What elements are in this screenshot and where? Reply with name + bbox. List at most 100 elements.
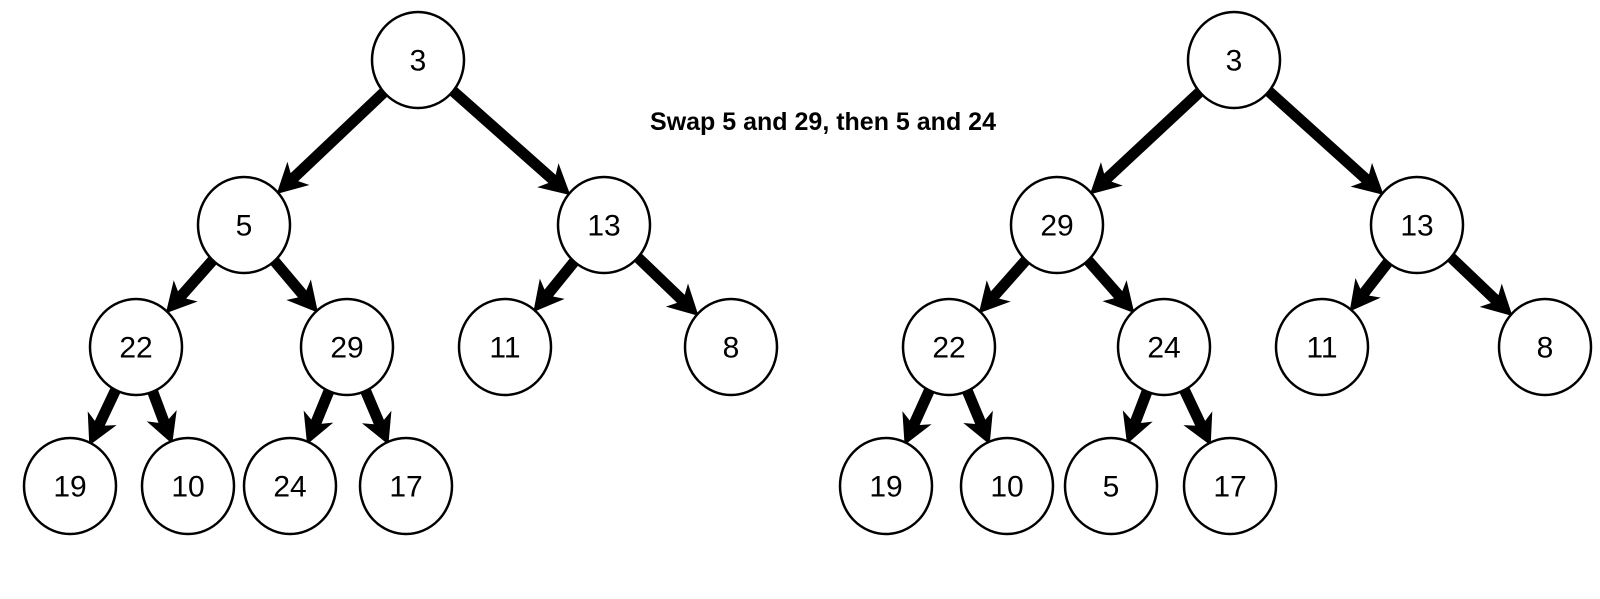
edge-shaft (146, 387, 170, 426)
edge-shaft (1358, 257, 1394, 298)
tree-before-swap: 3 5 13 22 29 11 8 19 10 24 17 (22, 10, 779, 536)
edge-shaft (448, 85, 558, 185)
node-label: 29 (1040, 210, 1073, 243)
node-before-swap-5: 5 (196, 175, 292, 275)
node-label: 24 (1147, 332, 1180, 365)
node-after-swap-8: 8 (1497, 297, 1593, 397)
node-before-swap-8: 8 (683, 297, 779, 397)
edge-shaft (632, 252, 687, 305)
edge-arrowhead (978, 280, 1011, 314)
node-before-swap-3: 3 (370, 10, 466, 110)
edge-shaft (961, 386, 987, 427)
node-circle (196, 175, 292, 275)
node-label: 19 (869, 471, 902, 504)
edge-shaft (176, 255, 219, 301)
edge-shaft (310, 386, 336, 427)
node-label: 8 (1537, 332, 1554, 365)
edge-arrowhead (361, 410, 392, 445)
node-label: 29 (330, 332, 363, 365)
node-after-swap-5: 5 (1063, 436, 1159, 536)
node-after-swap-17: 17 (1182, 436, 1278, 536)
node-after-swap-11: 11 (1274, 297, 1370, 397)
edge-arrowhead (1479, 283, 1513, 316)
edge-arrowhead (1349, 277, 1381, 312)
node-label: 17 (389, 471, 422, 504)
node-circle (683, 297, 779, 397)
node-label: 3 (410, 45, 427, 78)
node-after-swap-29: 29 (1009, 175, 1105, 275)
edge-shaft (288, 86, 390, 184)
edge-arrowhead (665, 283, 699, 316)
node-circle (140, 436, 236, 536)
node-after-swap-13: 13 (1369, 175, 1465, 275)
node-before-swap-22: 22 (88, 297, 184, 397)
edge-shaft (1082, 255, 1125, 301)
node-label: 10 (990, 471, 1023, 504)
node-before-swap-10: 10 (140, 436, 236, 536)
node-circle (242, 436, 338, 536)
node-label: 5 (1103, 471, 1120, 504)
edge-arrowhead (1350, 162, 1384, 195)
node-label: 19 (53, 471, 86, 504)
edge-shaft (908, 385, 936, 428)
node-before-swap-17: 17 (358, 436, 454, 536)
node-circle (959, 436, 1055, 536)
edge-shaft (1445, 252, 1501, 306)
edge-shaft (93, 385, 122, 429)
node-label: 24 (273, 471, 306, 504)
edge-arrowhead (963, 410, 993, 445)
node-circle (1274, 297, 1370, 397)
node-before-swap-19: 19 (22, 436, 118, 536)
edge-arrowhead (533, 278, 565, 313)
edge-arrowhead (146, 410, 177, 444)
edge-arrowhead (286, 279, 318, 313)
node-label: 22 (119, 332, 152, 365)
node-label: 13 (587, 210, 620, 243)
node-circle (88, 297, 184, 397)
edge-shaft (1101, 86, 1205, 184)
node-label: 11 (1306, 332, 1337, 365)
node-label: 5 (236, 210, 253, 243)
edge-shaft (1129, 387, 1154, 426)
edge-shaft (542, 256, 580, 299)
edge-arrowhead (276, 161, 310, 195)
node-circle (1369, 175, 1465, 275)
node-circle (299, 297, 395, 397)
edge-shaft (1263, 86, 1372, 185)
node-label: 17 (1213, 471, 1246, 504)
node-circle (1116, 297, 1212, 397)
edge-arrowhead (1183, 411, 1213, 446)
edge-arrowhead (165, 280, 198, 314)
node-circle (370, 10, 466, 110)
node-label: 3 (1226, 45, 1243, 78)
tree-after-swap: 3 29 13 22 24 11 8 19 10 5 17 (838, 10, 1593, 536)
edge-arrowhead (1089, 162, 1123, 195)
node-circle (556, 175, 652, 275)
node-label: 22 (932, 332, 965, 365)
node-after-swap-22: 22 (901, 297, 997, 397)
node-after-swap-24: 24 (1116, 297, 1212, 397)
edge-arrowhead (537, 163, 571, 196)
node-circle (358, 436, 454, 536)
edge-arrowhead (902, 411, 932, 446)
edge-shaft (359, 386, 386, 427)
node-after-swap-10: 10 (959, 436, 1055, 536)
node-circle (1182, 436, 1278, 536)
node-after-swap-19: 19 (838, 436, 934, 536)
node-circle (1186, 10, 1282, 110)
edge-shaft (268, 255, 309, 300)
swap-caption: Swap 5 and 29, then 5 and 24 (650, 108, 996, 136)
node-after-swap-3: 3 (1186, 10, 1282, 110)
node-circle (1497, 297, 1593, 397)
node-label: 10 (171, 471, 204, 504)
node-circle (1009, 175, 1105, 275)
node-before-swap-11: 11 (457, 297, 553, 397)
node-before-swap-29: 29 (299, 297, 395, 397)
edge-arrowhead (303, 410, 334, 445)
node-before-swap-24: 24 (242, 436, 338, 536)
node-circle (838, 436, 934, 536)
node-circle (901, 297, 997, 397)
node-before-swap-13: 13 (556, 175, 652, 275)
